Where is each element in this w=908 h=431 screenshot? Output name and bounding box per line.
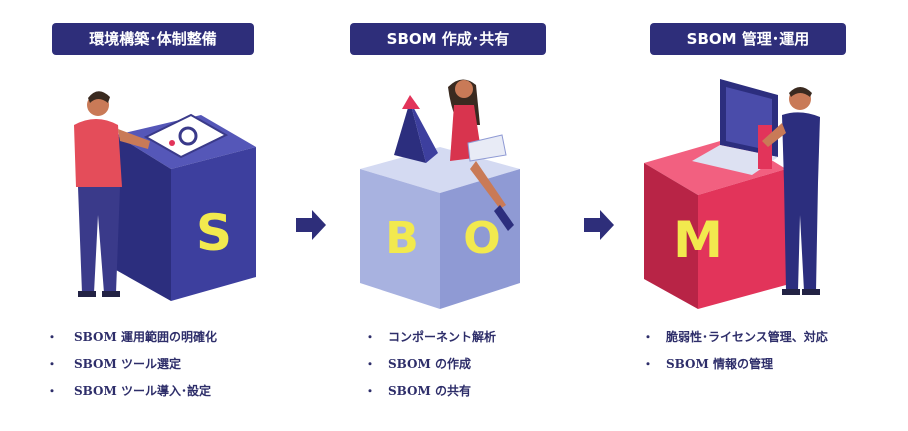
pyramid [394,101,426,163]
bullet: ・ [46,330,59,344]
item-text: SBOM 運用範囲の明確化 [74,330,217,344]
stage-title: SBOM 作成･共有 [350,23,546,55]
stage-item-list: ・コンポーネント解析 ・SBOM の作成 ・SBOM の共有 [330,324,590,405]
cube-front [644,163,698,309]
item-text: SBOM の共有 [388,384,471,398]
bullet: ・ [46,357,59,371]
item-text: コンポーネント解析 [388,330,497,344]
bullet: ・ [364,384,377,398]
right-arrow-icon [296,210,326,240]
cube-letter: S [196,204,232,262]
list-item: ・ SBOM 情報の管理 [622,351,882,378]
item-text: SBOM の作成 [388,357,471,371]
cube-side [171,147,256,301]
stage-item-list: ・脆弱性･ライセンス管理、対応 ・ SBOM 情報の管理 [622,324,882,378]
cube-front [360,169,440,309]
bullet: ・ [46,384,59,398]
person-legs [784,183,818,291]
person-head [455,80,473,98]
item-text: 脆弱性･ライセンス管理、対応 [666,330,828,344]
person-legs [78,187,120,293]
tablet [143,113,229,159]
cube-letter: B [385,213,419,264]
list-item: ・ SBOM ツール導入･設定 [26,378,286,405]
person-shirt [782,112,820,183]
item-text: SBOM ツール選定 [74,357,181,371]
stage-title: SBOM 管理･運用 [650,23,846,55]
list-item: ・コンポーネント解析 [330,324,590,351]
item-text: SBOM 情報の管理 [666,357,773,371]
stage-item-list: ・ SBOM 運用範囲の明確化 ・ SBOM ツール選定 ・ SBOM ツール導入･設… [26,324,286,405]
bullet: ・ [642,330,655,344]
list-item: ・脆弱性･ライセンス管理、対応 [622,324,882,351]
laptop [467,134,507,162]
list-item: ・ SBOM の共有 [330,378,590,405]
bullet: ・ [364,357,377,371]
right-arrow-icon [584,210,614,240]
cube-front [116,135,171,301]
item-text: SBOM ツール導入･設定 [74,384,211,398]
cube-s-illustration: S [74,91,256,301]
person-shirt [74,119,122,187]
bullet: ・ [364,330,377,344]
cube-bo-illustration: B O [360,79,520,309]
stage-title: 環境構築･体制整備 [52,23,254,55]
cube-m-illustration: M [644,79,820,309]
list-item: ・ SBOM の作成 [330,351,590,378]
cube-letter: M [673,211,723,269]
cube-side [698,169,786,309]
list-item: ・ SBOM ツール選定 [26,351,286,378]
cube-letter: O [463,213,500,264]
bullet: ・ [642,357,655,371]
list-item: ・ SBOM 運用範囲の明確化 [26,324,286,351]
